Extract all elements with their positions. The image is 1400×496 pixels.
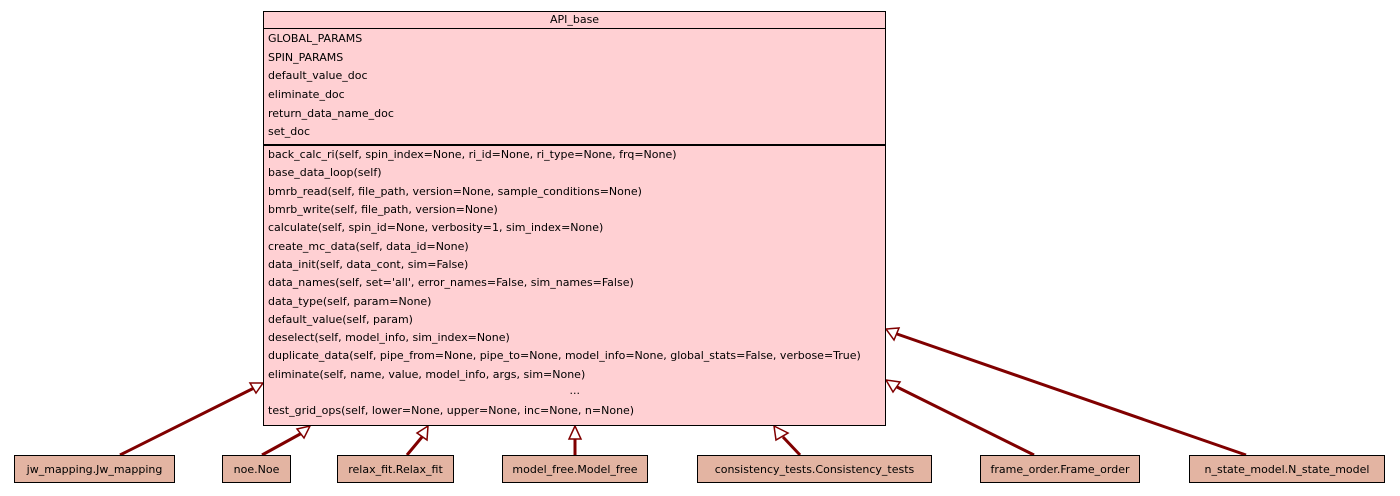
- subclass-consistency-tests[interactable]: consistency_tests.Consistency_tests: [697, 455, 932, 483]
- method: data_names(self, set='all', error_names=…: [268, 276, 634, 290]
- arrowhead-frame-order: [884, 379, 902, 394]
- edge-relax-fit: [405, 436, 424, 456]
- arrowhead-model-free: [567, 424, 583, 440]
- method: data_init(self, data_cont, sim=False): [268, 257, 469, 271]
- method: bmrb_write(self, file_path, version=None…: [268, 203, 498, 217]
- attribute: set_doc: [268, 125, 311, 139]
- attribute: GLOBAL_PARAMS: [268, 32, 363, 45]
- attribute: eliminate_doc: [268, 88, 345, 102]
- method: create_mc_data(self, data_id=None): [268, 239, 469, 253]
- subclass-n-state-model[interactable]: n_state_model.N_state_model: [1189, 455, 1385, 483]
- edge-jw-mapping: [119, 386, 255, 457]
- edge-n-state-model: [896, 332, 1247, 457]
- subclass-model-free[interactable]: model_free.Model_free: [502, 455, 648, 483]
- api-base-class[interactable]: API_base GLOBAL_PARAMS SPIN_PARAMS defau…: [263, 11, 886, 426]
- subclass-frame-order[interactable]: frame_order.Frame_order: [980, 455, 1140, 483]
- arrowhead-noe: [295, 424, 312, 440]
- arrowhead-consistency-tests: [773, 424, 790, 442]
- arrowhead-jw-mapping: [248, 382, 265, 395]
- class-name: API_base: [264, 12, 885, 29]
- edge-noe: [261, 431, 303, 457]
- attribute: SPIN_PARAMS: [268, 50, 344, 64]
- method: base_data_loop(self): [268, 166, 382, 180]
- method: calculate(self, spin_id=None, verbosity=…: [268, 221, 604, 235]
- edge-consistency-tests: [781, 435, 802, 457]
- arrowhead-relax-fit: [415, 424, 429, 442]
- attributes-section: GLOBAL_PARAMS SPIN_PARAMS default_value_…: [264, 29, 885, 147]
- method-ellipsis: ...: [569, 383, 581, 397]
- methods-section: back_calc_ri(self, spin_index=None, ri_i…: [264, 146, 885, 420]
- edge-frame-order: [896, 385, 1035, 457]
- method: bmrb_read(self, file_path, version=None,…: [268, 184, 642, 198]
- method: deselect(self, model_info, sim_index=Non…: [268, 331, 510, 345]
- attribute: default_value_doc: [268, 69, 368, 83]
- method: eliminate(self, name, value, model_info,…: [268, 367, 586, 381]
- subclass-jw-mapping[interactable]: jw_mapping.Jw_mapping: [14, 455, 175, 483]
- subclass-noe[interactable]: noe.Noe: [222, 455, 291, 483]
- method: duplicate_data(self, pipe_from=None, pip…: [268, 349, 861, 363]
- subclass-relax-fit[interactable]: relax_fit.Relax_fit: [337, 455, 454, 483]
- method: default_value(self, param): [268, 312, 413, 326]
- arrowhead-n-state-model: [884, 327, 901, 342]
- method: back_calc_ri(self, spin_index=None, ri_i…: [268, 148, 677, 162]
- attribute: return_data_name_doc: [268, 106, 394, 120]
- method: data_type(self, param=None): [268, 294, 432, 308]
- method: test_grid_ops(self, lower=None, upper=No…: [268, 404, 635, 418]
